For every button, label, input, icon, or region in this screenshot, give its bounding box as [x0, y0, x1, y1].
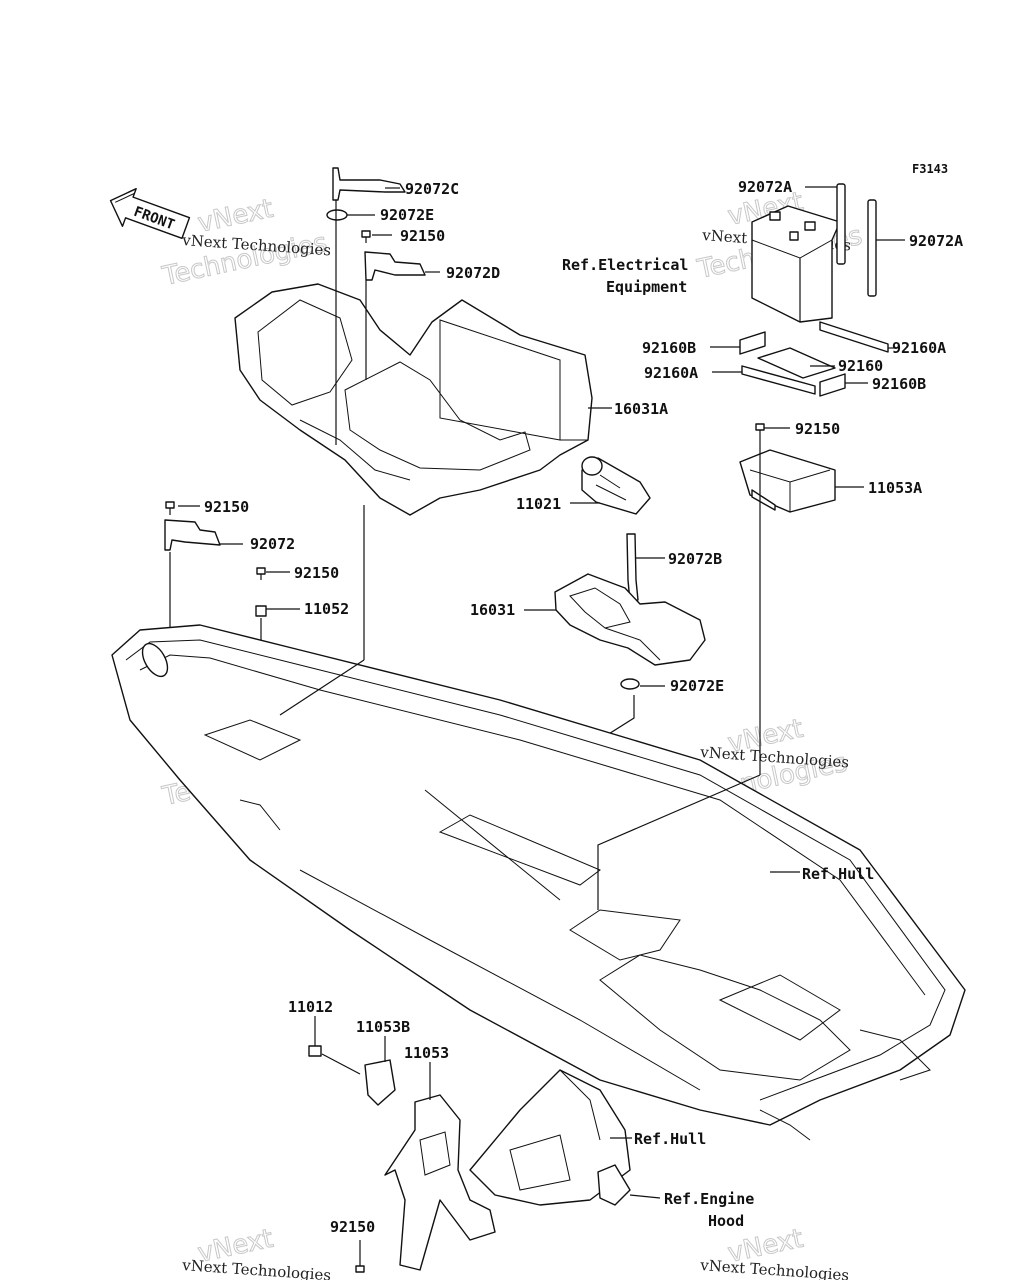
front-arrow-shape	[109, 187, 191, 240]
clip-92072E-top	[326, 209, 348, 221]
bolt-92150-left	[165, 501, 175, 515]
strap-92072	[164, 519, 221, 551]
diagram-code: F3143	[912, 162, 948, 176]
label-11012: 11012	[288, 998, 333, 1016]
label-92072B: 92072B	[668, 550, 722, 568]
label-92150-bottom: 92150	[330, 1218, 375, 1236]
label-92072: 92072	[250, 535, 295, 553]
pad-92160	[757, 347, 836, 379]
label-16031: 16031	[470, 601, 515, 619]
label-92160A-right: 92160A	[892, 339, 946, 357]
label-92160A-left: 92160A	[644, 364, 698, 382]
label-92072A-left: 92072A	[738, 178, 792, 196]
label-92160: 92160	[838, 357, 883, 375]
leader-line	[279, 659, 365, 716]
label-11053: 11053	[404, 1044, 449, 1062]
ref-engine-hood-line1: Ref.Engine	[664, 1190, 754, 1208]
ref-engine-hood-line2: Hood	[708, 1212, 744, 1230]
latch-icon	[597, 1164, 631, 1206]
leader-line	[597, 774, 761, 910]
battery-case-11053A	[739, 449, 836, 513]
label-92160B-left: 92160B	[642, 339, 696, 357]
label-92150-top: 92150	[400, 227, 445, 245]
label-11053B: 11053B	[356, 1018, 410, 1036]
canister-11021	[581, 456, 651, 515]
label-92072C: 92072C	[405, 180, 459, 198]
bolt-92150-top	[361, 230, 371, 243]
engine-hood-hull-section	[469, 1069, 631, 1206]
watermark-bottom-left: vNext vNext Technologies	[181, 1223, 332, 1280]
label-11052: 11052	[304, 600, 349, 618]
bolt-92150-bottom	[355, 1240, 365, 1273]
label-92150-left2: 92150	[294, 564, 339, 582]
ref-hull-bottom: Ref.Hull	[634, 1130, 706, 1148]
strap-92072A-right	[867, 199, 877, 297]
storage-tray-16031	[554, 573, 706, 666]
label-92150-right: 92150	[795, 420, 840, 438]
bracket-11053	[384, 1062, 496, 1271]
pad-92160B-right	[819, 373, 846, 397]
pad-92160A-left	[741, 365, 816, 395]
pad-92160A-right	[819, 321, 889, 353]
clip-92072E-mid	[620, 678, 640, 690]
label-92072A-right: 92072A	[909, 232, 963, 250]
ref-hull: Ref.Hull	[802, 865, 874, 883]
strap-92072C	[332, 167, 406, 201]
pad-92160B-left	[739, 331, 766, 355]
label-92160B-right: 92160B	[872, 375, 926, 393]
ref-electrical-line2: Equipment	[606, 278, 687, 296]
label-16031A: 16031A	[614, 400, 668, 418]
label-11053A: 11053A	[868, 479, 922, 497]
bracket-11053B	[364, 1036, 396, 1106]
ref-electrical-line1: Ref.Electrical	[562, 256, 688, 274]
watermark-top-left: vNext Technologies vNext Technologies	[159, 193, 332, 292]
front-arrow-icon: FRONT	[109, 187, 191, 240]
hull-outline	[111, 624, 966, 1141]
strap-92072A-left	[836, 183, 846, 265]
watermark-small-text: vNext Technologies	[181, 1256, 332, 1280]
label-92150-left: 92150	[204, 498, 249, 516]
leader-line	[321, 1053, 361, 1075]
label-leaders	[178, 186, 905, 1199]
strap-92072D	[364, 251, 426, 281]
watermark-bottom-right: vNext vNext Technologies	[699, 1223, 850, 1280]
clip-11052	[255, 605, 267, 617]
label-92072E-top: 92072E	[380, 206, 434, 224]
battery-icon	[751, 205, 841, 323]
upper-deck-cover-16031A	[234, 283, 593, 516]
label-11021: 11021	[516, 495, 561, 513]
label-92072E-mid: 92072E	[670, 677, 724, 695]
bolt-11012	[308, 1016, 322, 1057]
bolt-92150-left2	[256, 567, 266, 580]
strap-92072B	[626, 533, 639, 603]
bolt-92150-right	[755, 423, 765, 438]
label-92072D: 92072D	[446, 264, 500, 282]
